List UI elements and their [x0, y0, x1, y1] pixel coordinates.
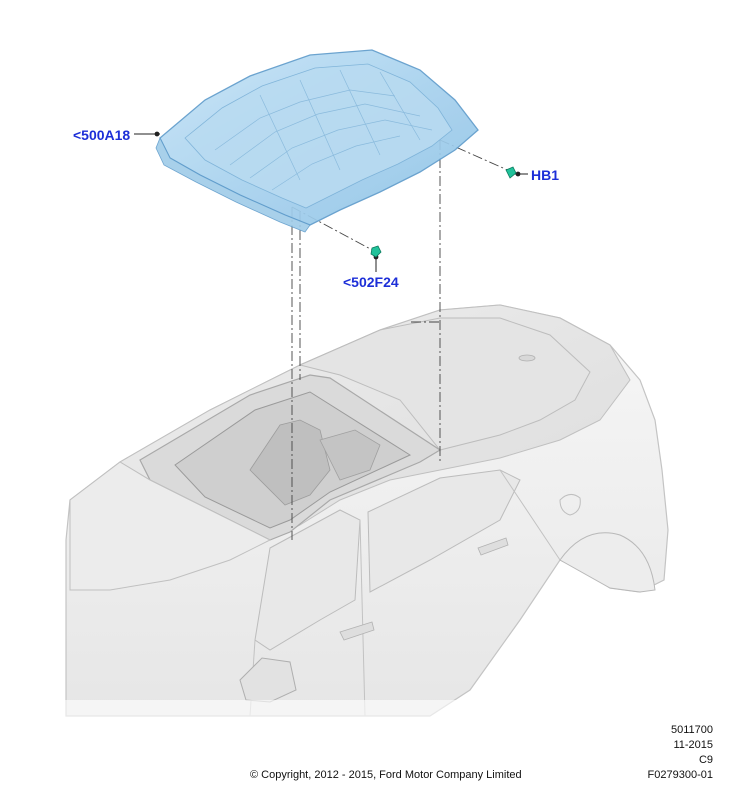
figure-number: F0279300-01 — [647, 769, 713, 781]
502f24-fastener-icon[interactable] — [370, 245, 382, 258]
rear-side-window — [367, 469, 521, 593]
hb1-clip-icon[interactable] — [505, 166, 517, 179]
glass-panel-inner — [184, 63, 453, 209]
roof-panel-leader-dot — [154, 131, 160, 137]
front-door-handle — [339, 621, 375, 641]
callout-clip[interactable]: HB1 — [531, 167, 560, 183]
callout-fastener[interactable]: <502F24 — [343, 274, 399, 290]
drawing-code: C9 — [698, 754, 713, 766]
drawing-date: 11-2015 — [673, 739, 713, 751]
clip-leader-dot — [515, 171, 521, 177]
callout-roof-panel[interactable]: <500A18 — [73, 127, 131, 143]
vehicle-body — [0, 304, 743, 720]
rear-door-handle — [477, 537, 509, 556]
rear-fixed-glass — [298, 317, 591, 451]
rear-wheel-arch — [559, 532, 656, 593]
windshield — [69, 461, 272, 591]
front-side-window — [254, 509, 361, 651]
drawing-number: 5011700 — [670, 724, 713, 736]
copyright-notice: © Copyright, 2012 - 2015, Ford Motor Com… — [250, 769, 522, 781]
glass-roof-panel[interactable] — [155, 49, 479, 233]
